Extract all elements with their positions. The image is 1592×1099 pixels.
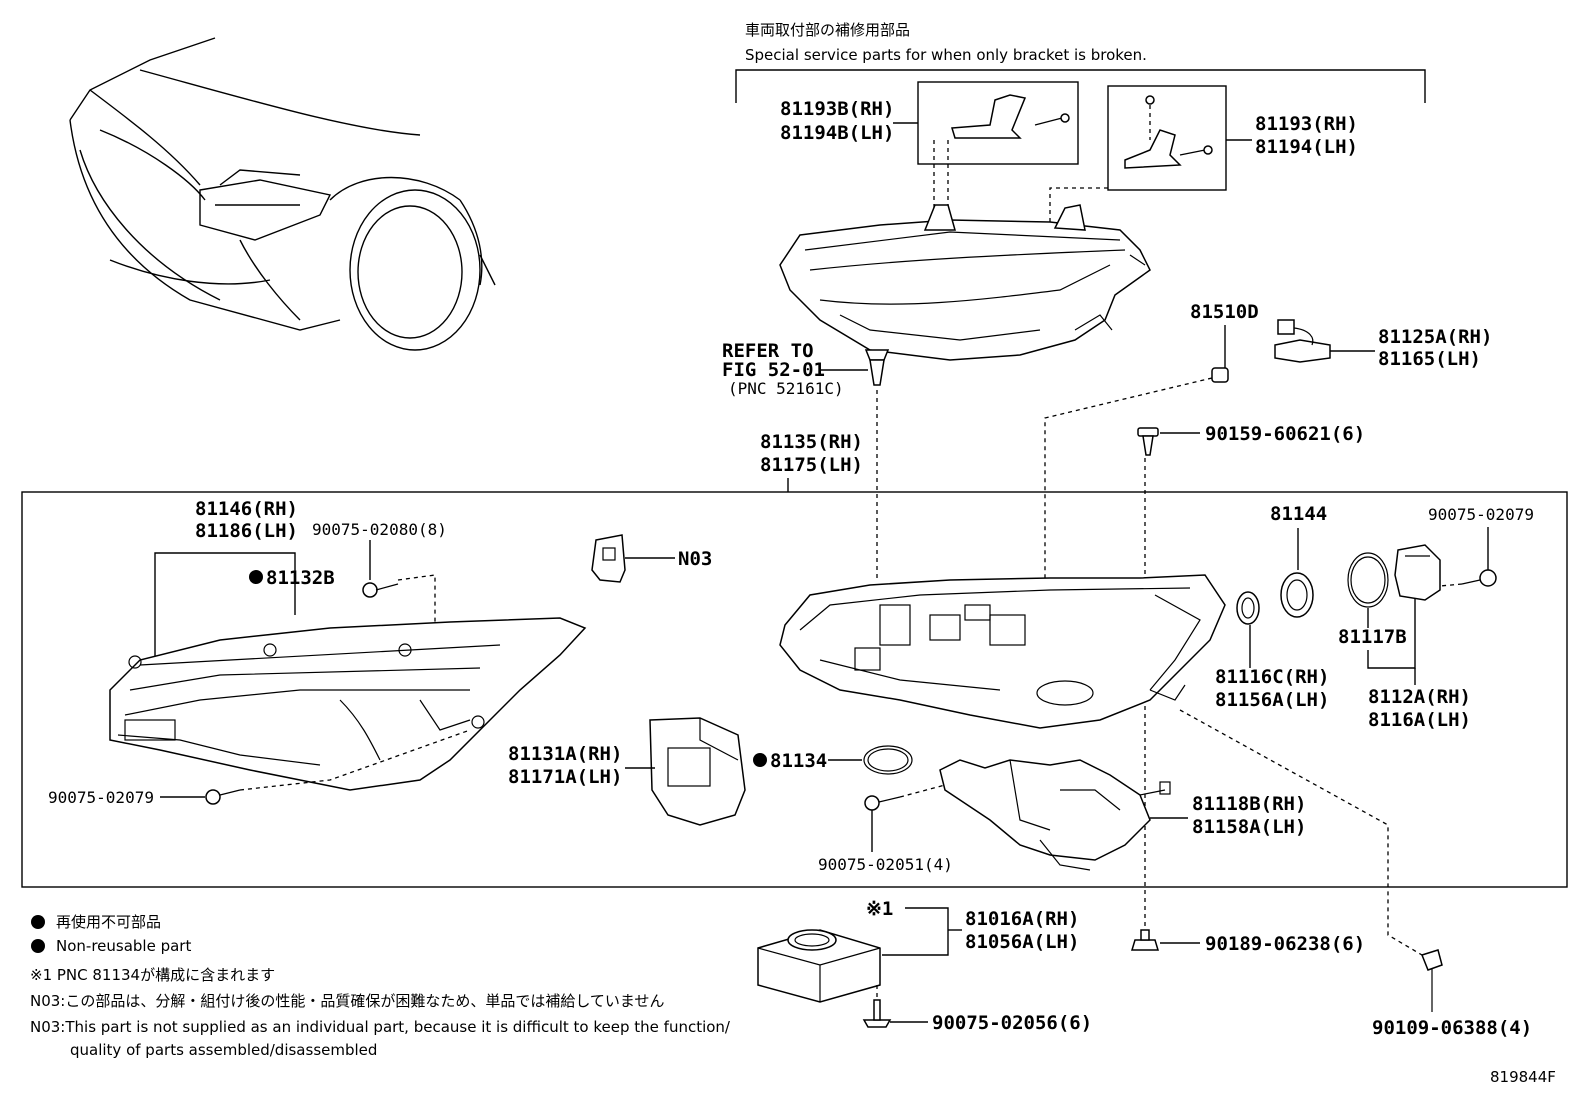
note-n03-en-1: N03:This part is not supplied as an indi… <box>30 1018 731 1036</box>
cap-81144-icon <box>1280 572 1314 618</box>
label-81165: 81165(LH) <box>1378 348 1481 370</box>
label-81158a: 81158A(LH) <box>1192 816 1306 838</box>
gasket-ring-icon <box>863 745 913 775</box>
bracket-81193-group: 81193(RH) 81194(LH) <box>1107 85 1358 191</box>
label-90075-02080: 90075-02080(8) <box>312 520 447 539</box>
ring-81117b-icon <box>1347 552 1389 608</box>
screw-90075-02079-right-icon <box>1461 569 1497 587</box>
label-81194: 81194(LH) <box>1255 136 1358 158</box>
headlamp-lens-unit <box>109 617 587 791</box>
leveling-motor-81118b-icon <box>939 759 1171 871</box>
bracket-81193b-group: 81193B(RH) 81194B(LH) <box>780 81 1079 165</box>
label-refer-to: REFER TO <box>722 340 814 362</box>
label-81193b: 81193B(RH) <box>780 98 894 120</box>
label-81146: 81146(RH) <box>195 498 298 520</box>
vehicle-front-illustration <box>69 37 496 351</box>
label-81125a: 81125A(RH) <box>1378 326 1492 348</box>
label-81144: 81144 <box>1270 503 1327 525</box>
label-refer-pnc: (PNC 52161C) <box>728 379 844 398</box>
label-90075-02051: 90075-02051(4) <box>818 855 953 874</box>
label-8112a: 8112A(RH) <box>1368 686 1471 708</box>
headlamp-housing-main <box>779 574 1226 729</box>
label-81016a: 81016A(RH) <box>965 908 1079 930</box>
cap-81116c-icon <box>1236 591 1260 625</box>
label-refer-fig: FIG 52-01 <box>722 359 825 381</box>
screw-90075-02051-icon <box>864 795 901 811</box>
label-81118b: 81118B(RH) <box>1192 793 1306 815</box>
headlamp-assembly-frame <box>21 491 1568 888</box>
label-81175: 81175(LH) <box>760 454 863 476</box>
headlamp-housing-top <box>779 140 1151 361</box>
note-star: ※1 PNC 81134が構成に含まれます <box>30 966 275 984</box>
socket-8112a-icon <box>1394 544 1441 601</box>
screw-90075-02079-left-icon <box>205 789 241 805</box>
label-8116a: 8116A(LH) <box>1368 709 1471 731</box>
note-nonreuse-jp: 再使用不可部品 <box>56 913 161 931</box>
label-90075-02079-right: 90075-02079 <box>1428 505 1534 524</box>
note-n03-jp: N03:この部品は、分解・組付け後の性能・品質確保が困難なため、単品では補給して… <box>30 992 664 1010</box>
label-90189: 90189-06238(6) <box>1205 933 1365 955</box>
label-81117b: 81117B <box>1338 626 1407 648</box>
label-81131a: 81131A(RH) <box>508 743 622 765</box>
socket-81125a-icon <box>1274 319 1331 363</box>
label-81116c: 81116C(RH) <box>1215 666 1329 688</box>
screw-90075-02056-icon <box>862 999 892 1028</box>
label-90109: 90109-06388(4) <box>1372 1017 1532 1039</box>
label-81186: 81186(LH) <box>195 520 298 542</box>
label-81193: 81193(RH) <box>1255 113 1358 135</box>
bulb-icon <box>1211 367 1229 383</box>
label-90159: 90159-60621(6) <box>1205 423 1365 445</box>
nonreusable-dot-81134 <box>753 753 767 767</box>
nonreuse-dot-legend-en <box>31 939 45 953</box>
screw-90159-icon <box>1137 427 1159 456</box>
module-81131a-icon <box>649 717 746 826</box>
label-81132b: 81132B <box>266 567 335 589</box>
label-n03: N03 <box>678 548 712 570</box>
label-81194b: 81194B(LH) <box>780 122 894 144</box>
header-en: Special service parts for when only brac… <box>745 46 1147 64</box>
screw-90075-02080-icon <box>362 582 399 598</box>
nonreuse-dot-legend-jp <box>31 915 45 929</box>
n03-module-icon <box>591 534 626 583</box>
label-81056a: 81056A(LH) <box>965 931 1079 953</box>
clip-icon <box>864 349 890 386</box>
label-81134: 81134 <box>770 750 827 772</box>
label-81171a: 81171A(LH) <box>508 766 622 788</box>
nonreusable-dot-81132b <box>249 570 263 584</box>
label-90075-02056: 90075-02056(6) <box>932 1012 1092 1034</box>
figure-id: 819844F <box>1490 1068 1556 1086</box>
screw-90109-icon <box>1421 949 1443 1012</box>
label-81156a: 81156A(LH) <box>1215 689 1329 711</box>
label-81135: 81135(RH) <box>760 431 863 453</box>
label-90075-02079-left: 90075-02079 <box>48 788 154 807</box>
screw-90189-icon <box>1130 929 1160 951</box>
label-81510d: 81510D <box>1190 301 1259 323</box>
header-jp: 車両取付部の補修用部品 <box>745 21 910 39</box>
note-nonreuse-en: Non-reusable part <box>56 937 191 955</box>
special-parts-bracket <box>735 69 1426 103</box>
label-star-1: ※1 <box>866 898 893 920</box>
ballast-81016a-icon <box>757 929 881 1003</box>
note-n03-en-2: quality of parts assembled/disassembled <box>70 1041 377 1059</box>
